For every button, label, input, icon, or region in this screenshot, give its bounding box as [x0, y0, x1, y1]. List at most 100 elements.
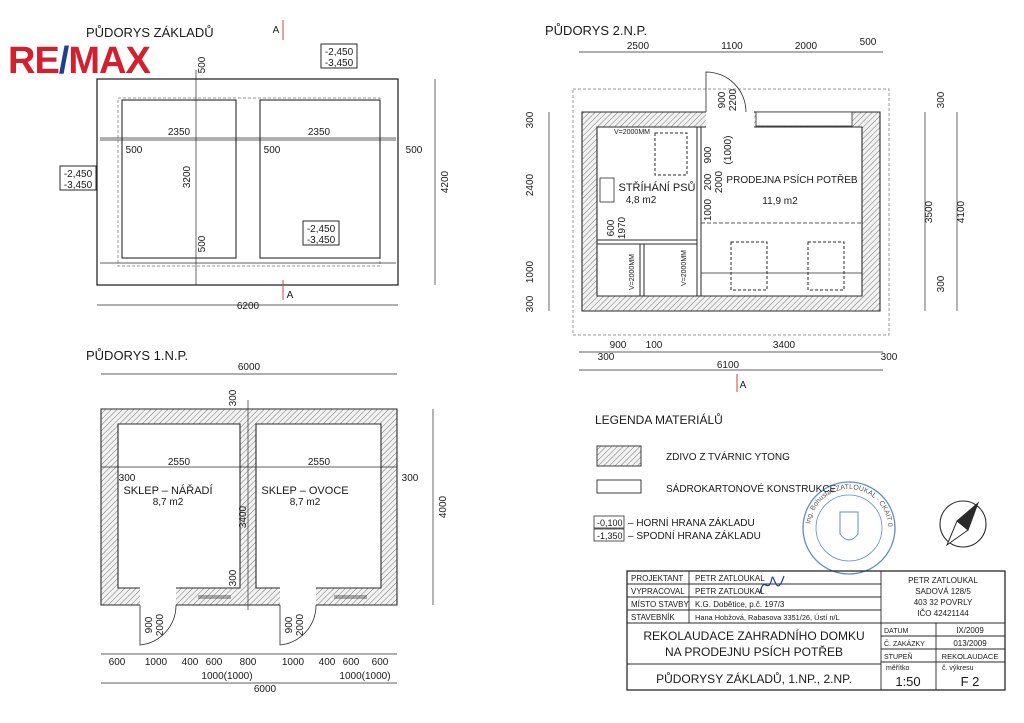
- signature: [759, 575, 785, 594]
- upper-mark-2: V=2000MM: [629, 254, 636, 290]
- tb-label-stavebnik: STAVEBNÍK: [631, 613, 675, 622]
- ground-dim-room-w2: 2550: [308, 457, 331, 468]
- upper-door-w: 900: [717, 91, 728, 108]
- upper-top-chain-1: 2500: [627, 41, 650, 52]
- tb-value-vypracoval: PETR ZATLOUKAL: [695, 587, 765, 596]
- tb-company-1: PETR ZATLOUKAL: [908, 576, 978, 585]
- tb-company-3: 403 32 POVRLY: [914, 598, 973, 607]
- upper-top-chain-3: 2000: [795, 41, 818, 52]
- upper-right-inner-3: 300: [936, 275, 947, 292]
- foundation-level-top-3: -2,450: [307, 224, 336, 235]
- tb-company-4: IČO 42421144: [917, 609, 969, 618]
- upper-room-1-area: 4,8 m2: [626, 195, 657, 206]
- foundation-plan: PŮDORYS ZÁKLADŮ: [59, 20, 436, 306]
- ground-dim-room-w1: 2550: [168, 457, 191, 468]
- foundation-dim-left-inner: 500: [126, 145, 143, 156]
- upper-plan: PŮDORYS 2.N.P.: [545, 23, 958, 392]
- tb-project-2: NA PRODEJNU PSÍCH POTŘEB: [665, 644, 843, 659]
- foundation-dim-left-cell: 2350: [168, 127, 191, 138]
- upper-room-2-area: 11,9 m2: [762, 196, 798, 207]
- upper-right-inner-1: 300: [936, 91, 947, 108]
- upper-bottom-chain-2: 900: [610, 340, 627, 351]
- north-arrow-icon: [939, 500, 987, 548]
- upper-center-dim-1: 900: [703, 146, 714, 163]
- foundation-level-bottom-3: -3,450: [307, 235, 336, 246]
- legend-title: LEGENDA MATERIÁLŮ: [595, 412, 723, 427]
- title-block: [626, 570, 1006, 691]
- upper-room-2-name: PRODEJNA PSÍCH POTŘEB: [726, 173, 857, 186]
- tb-scale: 1:50: [895, 674, 920, 689]
- tb-value-projektant: PETR ZATLOUKAL: [695, 574, 765, 583]
- remax-logo: RE/MAX: [8, 40, 151, 82]
- ground-dim-wall-top: 300: [228, 389, 239, 406]
- tb-label-projektant: PROJEKTANT: [631, 574, 683, 583]
- tb-meta-value-1: IX/2009: [956, 626, 984, 635]
- tb-meta-label-1: DATUM: [884, 628, 909, 635]
- upper-right-inner-2: 3500: [924, 200, 935, 223]
- ground-chain-3: 400: [182, 657, 199, 668]
- upper-bottom-chain-5: 300: [881, 352, 898, 363]
- tb-meta-label-2: Č. ZAKÁZKY: [884, 639, 925, 648]
- tb-label-vypracoval: VYPRACOVAL: [631, 587, 685, 596]
- ground-chain-7: 400: [319, 657, 336, 668]
- legend-level-2-code: -1,350: [597, 531, 623, 541]
- upper-top-chain-2: 1100: [721, 41, 743, 52]
- foundation-dim-right-cell: 2350: [308, 127, 331, 138]
- ground-plan: PŮDORYS 1.N.P.: [86, 348, 434, 684]
- legend-level-1-label: – HORNÍ HRANA ZÁKLADU: [628, 516, 755, 529]
- foundation-title: PŮDORYS ZÁKLADŮ: [86, 25, 214, 40]
- foundation-level-bottom-1: -3,450: [325, 58, 354, 69]
- tb-company-2: SADOVÁ 128/5: [915, 587, 971, 596]
- upper-left-chain-3: 1000: [525, 260, 536, 283]
- foundation-dim-total-h: 4200: [440, 170, 451, 193]
- upper-bottom-chain-3: 100: [646, 340, 663, 351]
- legend-swatch-ytong: [596, 445, 642, 467]
- legend-item-ytong: ZDIVO Z TVÁRNIC YTONG: [666, 450, 790, 463]
- upper-bottom-chain-1: 300: [598, 352, 615, 363]
- upper-room-1-name: STŘÍHÁNÍ PSŮ: [618, 181, 695, 194]
- foundation-section-mark-bottom: A: [287, 290, 294, 301]
- ground-title: PŮDORYS 1.N.P.: [86, 348, 188, 363]
- foundation-level-bottom-2: -3,450: [64, 180, 93, 191]
- upper-cabinet-w: 600: [606, 219, 617, 236]
- ground-chain-1: 600: [109, 657, 126, 668]
- ground-dim-total-bottom: 6000: [254, 684, 277, 695]
- upper-right-total: 4100: [956, 200, 967, 223]
- foundation-dim-bottom-inner: 500: [197, 235, 208, 252]
- ground-room-1-area: 8,7 m2: [153, 497, 184, 508]
- upper-title: PŮDORYS 2.N.P.: [545, 23, 647, 38]
- ground-window-1: 1000(1000): [201, 671, 252, 682]
- ground-door-1-h: 2000: [155, 613, 166, 636]
- upper-center-dim-4: 1000: [703, 198, 714, 221]
- tb-sheet: F 2: [961, 674, 980, 689]
- tb-value-misto: K.G. Dobětice, p.č. 197/3: [695, 600, 785, 609]
- ground-dim-total-h: 4000: [438, 495, 449, 518]
- upper-mark-1: V=2000MM: [614, 129, 650, 136]
- upper-left-chain-2: 2400: [525, 173, 536, 196]
- ground-dim-total-top: 6000: [238, 362, 261, 373]
- ground-door-1-w: 900: [144, 616, 155, 633]
- ground-room-1-name: SKLEP – NÁŘADÍ: [123, 484, 213, 497]
- tb-meta-label-3: STUPEŇ: [884, 652, 912, 661]
- upper-mark-3: V=2000MM: [681, 250, 688, 286]
- ground-chain-2: 1000: [145, 657, 168, 668]
- ground-chain-5: 800: [240, 657, 257, 668]
- upper-bottom-chain-4: 3400: [773, 340, 796, 351]
- upper-left-chain-4: 300: [525, 295, 536, 312]
- upper-door-h: 2200: [728, 88, 739, 111]
- title-block-text: PROJEKTANT PETR ZATLOUKAL VYPRACOVAL PET…: [631, 574, 998, 689]
- tb-scale-label: měřítko: [886, 665, 909, 672]
- ground-labels: 6000 300 2550 2550 300 300 3400 4000 300…: [109, 362, 449, 695]
- ground-dim-height-inner: 3400: [238, 505, 249, 528]
- upper-left-chain-1: 300: [525, 111, 536, 128]
- upper-center-dim-5: 2000: [714, 170, 725, 193]
- tb-drawing: PŮDORYSY ZÁKLADŮ, 1.NP., 2.NP.: [656, 671, 852, 686]
- foundation-dim-height-inner: 3200: [182, 165, 193, 188]
- ground-chain-9: 600: [372, 657, 389, 668]
- ground-dim-wall-left: 300: [119, 473, 136, 484]
- tb-sheet-label: č. výkresu: [942, 665, 974, 672]
- ground-dim-wall-right: 300: [402, 473, 419, 484]
- upper-labels: 2500 1100 2000 500 900 2200 300 2400 100…: [525, 37, 967, 391]
- tb-project-1: REKOLAUDACE ZAHRADNÍHO DOMKU: [643, 628, 864, 643]
